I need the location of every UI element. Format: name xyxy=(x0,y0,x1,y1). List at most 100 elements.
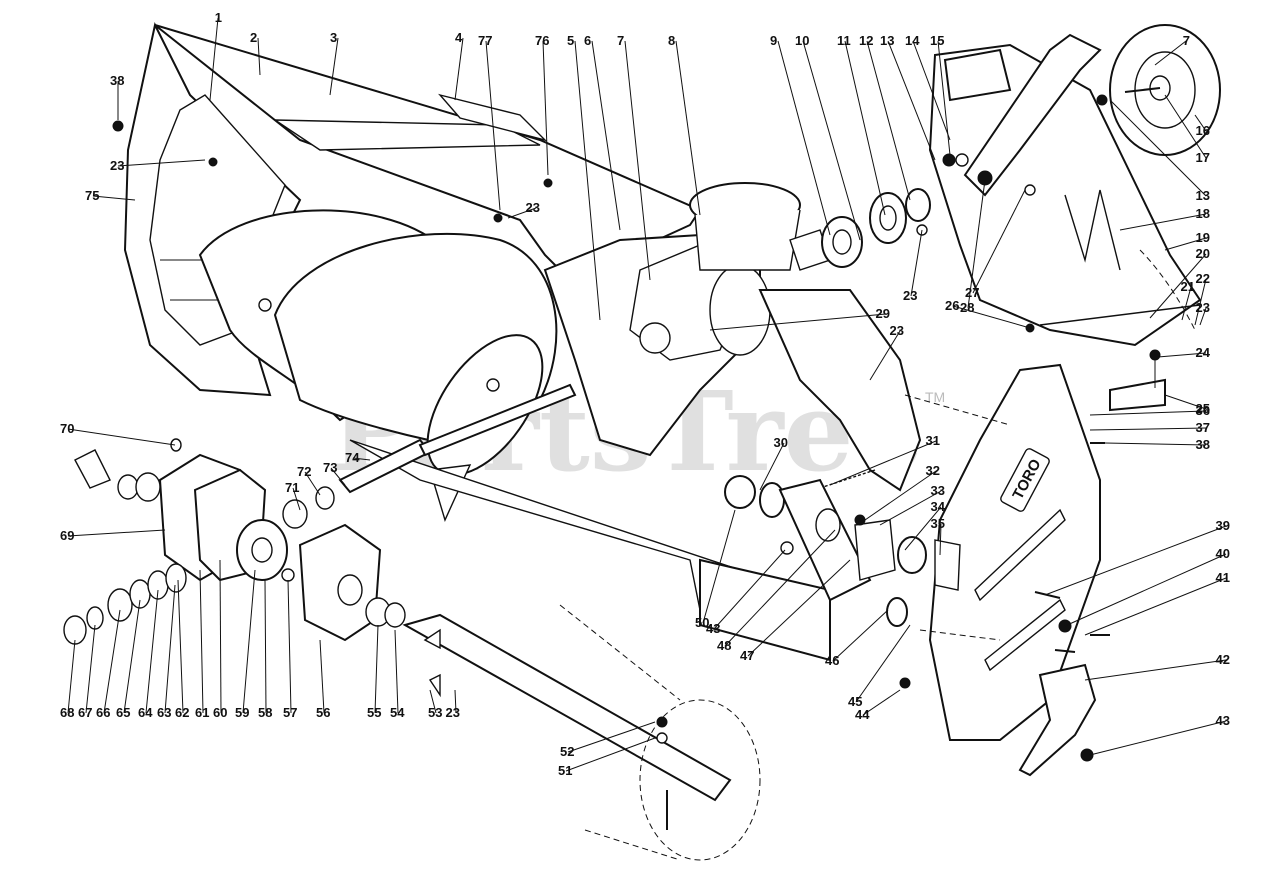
leader-line xyxy=(1089,410,1207,416)
leader-line xyxy=(264,579,267,714)
leader-line xyxy=(1149,253,1207,319)
part-label: 43 xyxy=(706,621,720,636)
leader-line xyxy=(454,689,457,714)
leader-line xyxy=(67,428,176,446)
chute-crank-handle xyxy=(963,33,1102,197)
part-label: 52 xyxy=(560,744,574,759)
part-label: 25 xyxy=(1196,401,1210,416)
leader-line xyxy=(1064,553,1227,627)
part-label: 41 xyxy=(1216,570,1230,585)
part-label: 31 xyxy=(926,433,940,448)
scraper-bar xyxy=(349,439,831,662)
leader-line xyxy=(1089,720,1227,756)
part-label: 66 xyxy=(96,705,110,720)
leader-line xyxy=(591,40,621,231)
part-label: 34 xyxy=(931,499,946,514)
part-label: 42 xyxy=(1216,652,1230,667)
leader-line xyxy=(709,313,887,331)
part-label: 27 xyxy=(965,285,979,300)
part-label: 16 xyxy=(1196,123,1210,138)
part-label: 13 xyxy=(1196,188,1210,203)
leader-line xyxy=(862,689,901,716)
leader-line xyxy=(177,579,184,714)
part-label: 44 xyxy=(855,707,870,722)
leader-line xyxy=(937,40,951,156)
leader-line xyxy=(287,579,292,714)
leader-line xyxy=(242,569,256,714)
leader-line xyxy=(777,40,831,236)
part-label: 60 xyxy=(213,705,227,720)
leader-line xyxy=(485,40,501,211)
nut-15 xyxy=(942,153,956,167)
leader-line xyxy=(199,569,204,714)
part-label: 10 xyxy=(795,33,809,48)
leader-line xyxy=(319,639,325,714)
part-label: 3 xyxy=(330,30,337,45)
auger-assembly xyxy=(198,209,571,522)
leader-line xyxy=(67,529,166,537)
leader-line xyxy=(1181,286,1192,321)
alignment-line xyxy=(919,629,1001,641)
leader-line xyxy=(123,599,141,714)
leader-line xyxy=(879,490,942,526)
part-label: 19 xyxy=(1196,230,1210,245)
leader-line xyxy=(1084,577,1227,636)
leader-line xyxy=(565,737,656,772)
bolt-41b xyxy=(1054,649,1076,653)
part-label: 74 xyxy=(345,450,360,465)
leader-line xyxy=(624,40,651,281)
leader-line xyxy=(117,159,206,167)
leader-line xyxy=(164,584,176,714)
leader-line xyxy=(1164,394,1207,410)
part-label: 8 xyxy=(668,33,675,48)
part-label: 37 xyxy=(1196,420,1210,435)
leader-line xyxy=(1109,99,1207,197)
part-label: 55 xyxy=(367,705,381,720)
lower-auger-outline xyxy=(559,604,761,861)
part-label: 72 xyxy=(297,464,311,479)
chute-clamp xyxy=(1109,349,1166,412)
part-label: 68 xyxy=(60,705,74,720)
part-label: 17 xyxy=(1196,150,1210,165)
gear xyxy=(236,519,288,581)
leader-line xyxy=(724,529,836,647)
part-label: 64 xyxy=(138,705,153,720)
part-label: 23 xyxy=(903,288,917,303)
part-label: 70 xyxy=(60,421,74,436)
part-label: 32 xyxy=(926,463,940,478)
bolt-38 xyxy=(112,120,124,132)
part-label: 13 xyxy=(880,33,894,48)
leader-line xyxy=(145,589,159,714)
part-label: 59 xyxy=(235,705,249,720)
leader-line xyxy=(864,470,937,521)
part-label: 23 xyxy=(110,158,124,173)
part-label: 36 xyxy=(1196,403,1210,418)
part-label: 45 xyxy=(848,694,862,709)
bolt-27 xyxy=(1024,184,1036,196)
washer-stack xyxy=(63,563,295,645)
leader-line xyxy=(887,40,936,161)
part-label: 47 xyxy=(740,648,754,663)
part-label: 48 xyxy=(717,638,731,653)
part-label: 24 xyxy=(1196,345,1211,360)
leader-line xyxy=(939,523,942,556)
part-label: 6 xyxy=(584,33,591,48)
part-label: 23 xyxy=(526,200,540,215)
leader-line xyxy=(1104,442,1207,446)
leader-line xyxy=(1164,94,1207,159)
leader-line xyxy=(567,721,656,753)
leader-line xyxy=(394,629,399,714)
leader-line xyxy=(85,624,96,714)
leader-line xyxy=(967,179,986,309)
leader-line xyxy=(1199,307,1207,326)
leader-line xyxy=(832,609,889,662)
part-label: 62 xyxy=(175,705,189,720)
part-label: 35 xyxy=(931,516,945,531)
leader-line xyxy=(330,467,346,486)
leader-line xyxy=(429,689,437,714)
part-label: 12 xyxy=(859,33,873,48)
part-label: 23 xyxy=(890,323,904,338)
leader-line xyxy=(304,471,321,496)
part-label: 26 xyxy=(945,298,959,313)
